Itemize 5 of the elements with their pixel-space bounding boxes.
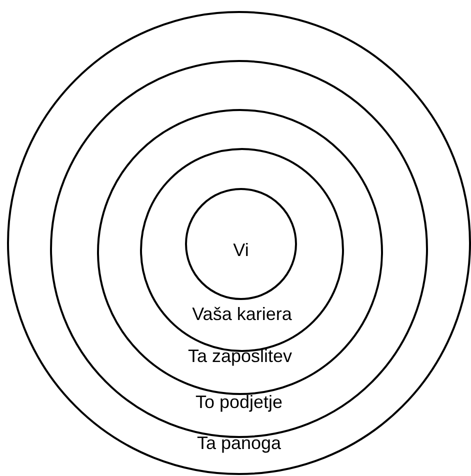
ring-label: Vi: [233, 241, 249, 259]
ring-label: Ta zaposlitev: [188, 347, 292, 365]
ring-label: Vaša kariera: [192, 305, 292, 323]
ring-label: To podjetje: [195, 393, 283, 411]
ring-label: Ta panoga: [196, 434, 282, 452]
